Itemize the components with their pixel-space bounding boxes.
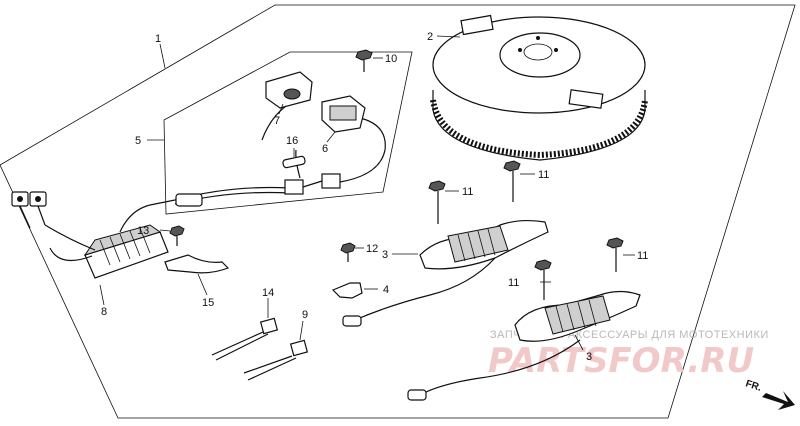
front-direction-indicator: FR.: [744, 378, 795, 410]
band-14: [211, 317, 279, 361]
callout-13: 13: [137, 225, 149, 237]
callout-7: 7: [274, 115, 280, 127]
callout-11-d: 11: [637, 250, 648, 262]
callout-11-c: 11: [508, 277, 519, 289]
stay-15: [164, 254, 230, 274]
bolt-13: [169, 225, 185, 246]
bolt-11-d: [606, 237, 624, 272]
terminal-connectors: [11, 191, 47, 229]
watermark-brand: PARTSFOR.RU: [488, 341, 754, 381]
front-arrow-icon: [762, 391, 795, 410]
callout-10: 10: [385, 53, 397, 65]
wire-harness: [149, 117, 386, 207]
front-direction-label: FR.: [744, 378, 763, 394]
callout-15: 15: [202, 297, 214, 309]
connector-6: [321, 95, 366, 133]
fuse-16: [282, 155, 306, 169]
connector-7: [261, 71, 313, 141]
callout-4: 4: [383, 284, 389, 296]
subassembly-frame: [163, 51, 413, 215]
bolt-11-c: [534, 259, 552, 300]
bolt-10: [355, 49, 373, 72]
callout-16: 16: [286, 135, 298, 147]
band-9: [243, 339, 309, 381]
bolt-12: [340, 242, 356, 262]
charge-coil-lower: [407, 290, 641, 401]
callout-11-a: 11: [462, 186, 473, 198]
callout-8: 8: [101, 306, 107, 318]
callout-2: 2: [427, 31, 433, 43]
callout-14: 14: [262, 287, 274, 299]
bolt-11-a: [428, 180, 446, 224]
callout-6: 6: [322, 143, 328, 155]
bolt-11-b: [503, 160, 521, 202]
callout-9: 9: [302, 309, 308, 321]
callout-1: 1: [155, 33, 161, 45]
bracket-4: [331, 282, 363, 299]
assembly-frame: [0, 4, 796, 419]
regulator-rectifier: [44, 204, 169, 279]
charge-coil-upper: [342, 219, 549, 327]
callout-3-upper: 3: [382, 249, 388, 261]
callout-12: 12: [366, 243, 378, 255]
flywheel: [430, 14, 648, 161]
callout-5: 5: [135, 135, 141, 147]
flywheel-teeth: [430, 99, 648, 159]
callout-3-lower: 3: [586, 351, 592, 363]
leader-lines: [99, 35, 635, 351]
callout-11-b: 11: [538, 169, 549, 181]
